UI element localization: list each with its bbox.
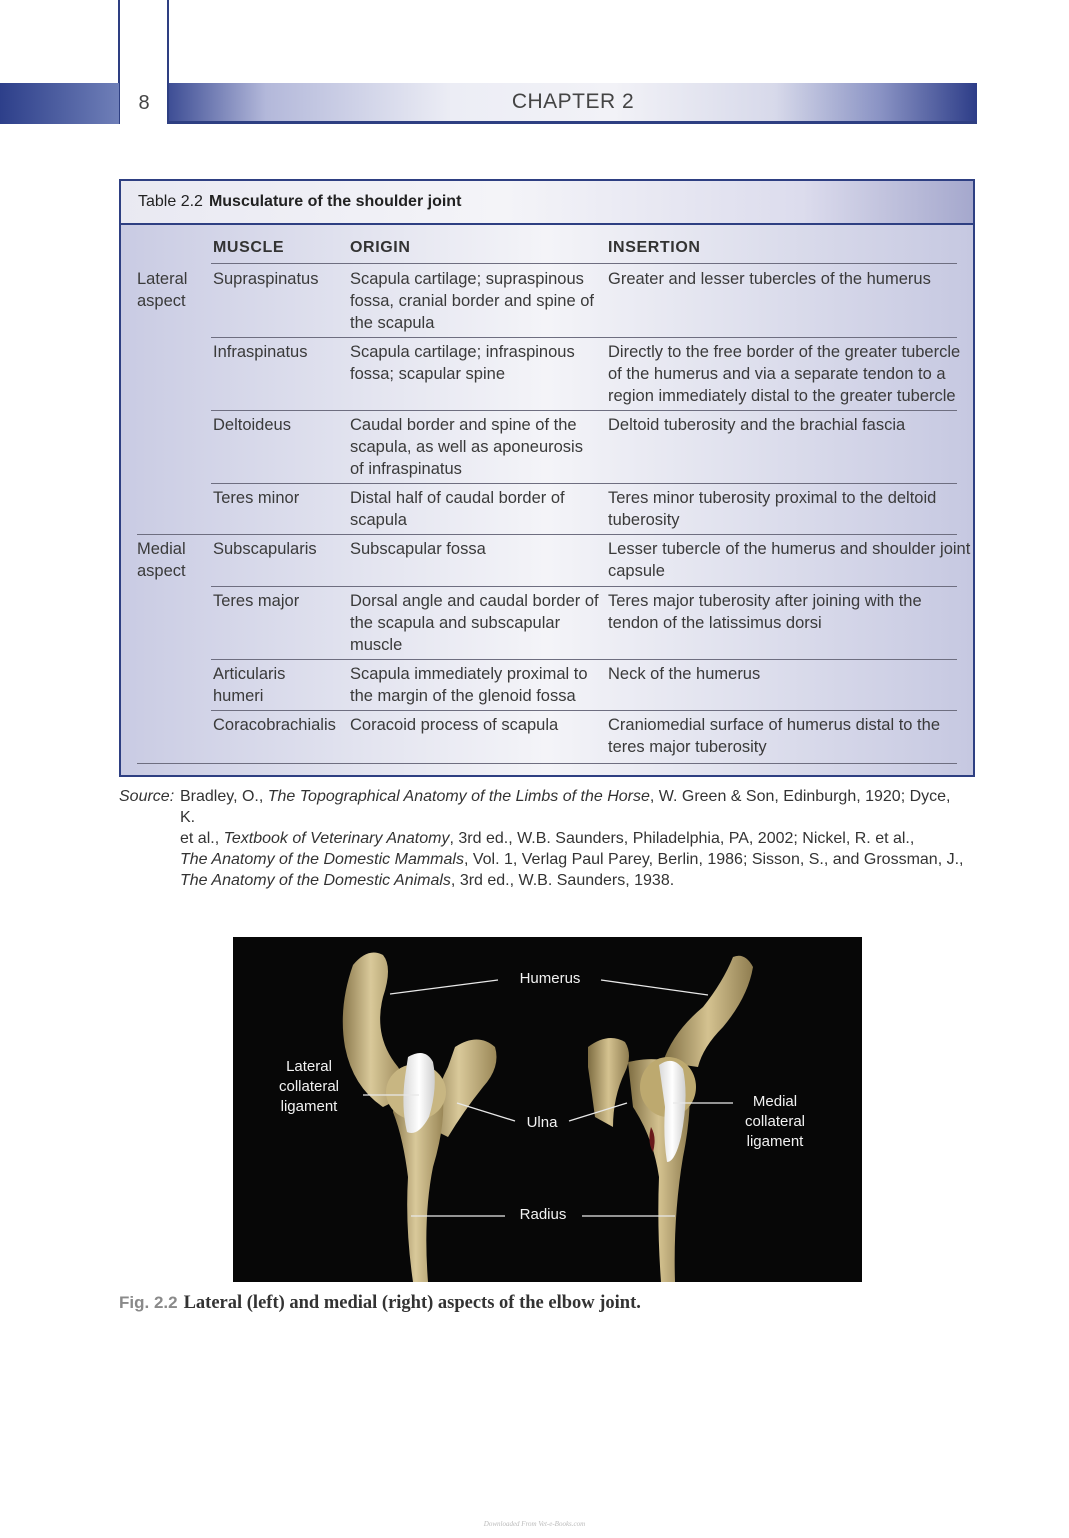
header-divider-left [118,0,120,124]
lateral-ulna-olecranon [428,1039,497,1137]
table-number: Table 2.2 [138,193,203,210]
table-2-2: Table 2.2 Musculature of the shoulder joi… [119,179,975,777]
elbow-bones-illustration [342,952,753,1282]
cell-muscle: Subscapularis [213,540,317,558]
group-label-lateral: Lateral aspect [137,270,188,310]
lateral-radius [393,1074,444,1282]
lateral-collateral-ligament-shape [403,1053,435,1133]
source-label: Source: [119,788,175,805]
header-left-band [0,83,119,124]
row-rule [211,410,957,411]
cell-origin: Coracoid process of scapula [350,716,559,734]
label-radius: Radius [519,1206,567,1223]
source-text: Bradley, O., The Topographical Anatomy o… [180,788,964,889]
header-divider-right [167,0,169,124]
leader-lines [363,979,733,1217]
table-caption: Table 2.2 Musculature of the shoulder joi… [121,181,973,225]
col-header-muscle: MUSCLE [213,239,285,256]
table-bottom-rule [137,763,957,764]
lateral-humerus [342,952,405,1107]
row-rule [211,710,957,711]
row-rule [211,337,957,338]
cell-muscle: Supraspinatus [213,270,319,288]
cell-insertion: Craniomedial surface of humerus distal t… [608,716,940,756]
medial-ulna-olecranon [588,1038,629,1127]
cell-insertion: Greater and lesser tubercles of the hume… [608,270,931,288]
page-number: 8 [138,92,150,114]
footer-watermark: Downloaded From Vet-e-Books.com [483,1520,586,1528]
figure-number: Fig. 2.2 [119,1293,178,1312]
group-rule [137,534,957,535]
group-label-medial: Medial aspect [137,540,186,580]
cell-muscle: Deltoideus [213,416,291,434]
figure-caption-text: Lateral (left) and medial (right) aspect… [183,1293,641,1313]
cell-insertion: Directly to the free border of the great… [608,343,961,405]
cell-insertion: Teres major tuberosity after joining wit… [608,592,922,632]
cell-insertion: Neck of the humerus [608,665,761,683]
header-band: CHAPTER 2 [169,83,977,124]
medial-humerus [663,955,753,1067]
medial-dark-spot [649,1127,655,1152]
cell-origin: Subscapular fossa [350,540,486,558]
col-header-insertion: INSERTION [608,239,701,256]
medial-collateral-ligament-shape [659,1060,686,1162]
cell-insertion: Lesser tubercle of the humerus and shoul… [608,540,971,580]
row-rule [211,659,957,660]
table-title: Musculature of the shoulder joint [208,193,462,210]
figure-caption: Fig. 2.2 Lateral (left) and medial (right… [119,1292,641,1314]
row-rule [211,483,957,484]
col-header-origin: ORIGIN [350,239,411,256]
chapter-title: CHAPTER 2 [511,90,635,113]
label-ulna: Ulna [526,1114,558,1131]
row-rule [211,586,957,587]
cell-muscle: Infraspinatus [213,343,308,361]
cell-insertion: Deltoid tuberosity and the brachial fasc… [608,416,906,434]
label-humerus: Humerus [519,970,581,987]
cell-muscle: Coracobrachialis [213,716,336,734]
cell-insertion: Teres minor tuberosity proximal to the d… [608,489,937,529]
cell-muscle: Teres minor [213,489,300,507]
cell-muscle: Teres major [213,592,300,610]
header-rule [211,263,957,264]
